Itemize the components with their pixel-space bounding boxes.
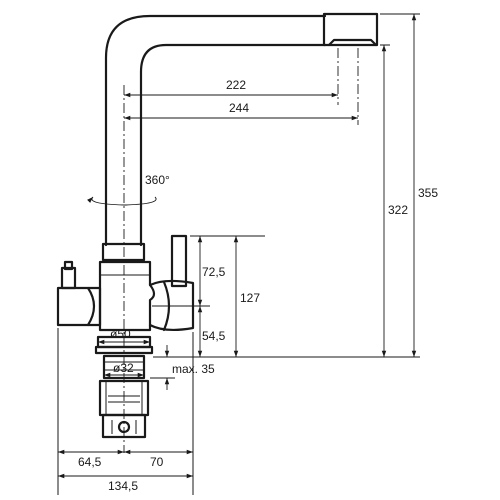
dim-spout-height: 322 [388, 203, 408, 217]
dim-spout-reach-1: 222 [226, 78, 246, 92]
rotation-arrow [86, 196, 157, 206]
left-lever [60, 266, 77, 290]
spout-tube [104, 14, 327, 247]
mixer-body [98, 260, 156, 332]
dimension-lines: 222 244 355 322 72,5 54,5 127 ø50 ø32 [57, 13, 438, 495]
rotation-indicator: 360° [86, 173, 170, 206]
center-lines [123, 48, 359, 453]
rotation-label: 360° [145, 173, 170, 187]
mounting-nut [98, 379, 150, 417]
left-handle-body [56, 286, 102, 327]
aerator-head [322, 12, 379, 47]
dim-left-handle-offset: 64,5 [78, 455, 102, 469]
spout-tube-inner [139, 43, 327, 247]
dim-lower-body-height: 54,5 [202, 329, 226, 343]
right-lever [170, 234, 188, 288]
faucet-outline [56, 12, 379, 439]
dim-total-width: 134,5 [108, 479, 138, 493]
dim-right-handle-offset: 70 [150, 455, 164, 469]
dim-body-diameter: ø50 [110, 327, 131, 341]
dim-max-thickness: max. 35 [172, 362, 215, 376]
dim-mount-diameter: ø32 [113, 361, 134, 375]
spout-collar [101, 242, 146, 262]
dim-total-height: 355 [418, 186, 438, 200]
dim-spout-reach-2: 244 [229, 101, 249, 115]
right-handle-body [148, 279, 195, 332]
aerator-outlet [327, 38, 378, 47]
dim-upper-body-height: 72,5 [202, 265, 226, 279]
dim-body-height: 127 [240, 291, 260, 305]
